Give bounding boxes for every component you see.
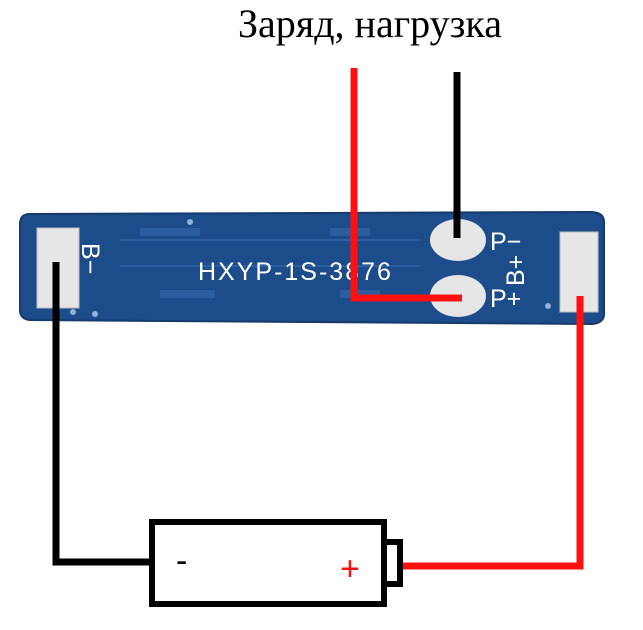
caption-label: Заряд, нагрузка <box>238 1 502 46</box>
pad-p-minus-label: P− <box>490 228 521 256</box>
battery-minus-label: - <box>176 542 187 580</box>
pad-b-plus-label: B+ <box>502 255 530 286</box>
wire-b-minus <box>52 262 152 566</box>
pad-p-minus <box>430 219 486 261</box>
pad-p-plus-label: P+ <box>490 285 521 313</box>
battery-plus-label: + <box>340 550 360 588</box>
wire-p-plus <box>350 68 462 302</box>
pad-b-minus-label: B− <box>76 243 104 274</box>
wire-b-plus <box>402 296 584 570</box>
board-model-label: HXYP-1S-3876 <box>198 258 393 286</box>
battery-icon <box>149 519 403 607</box>
